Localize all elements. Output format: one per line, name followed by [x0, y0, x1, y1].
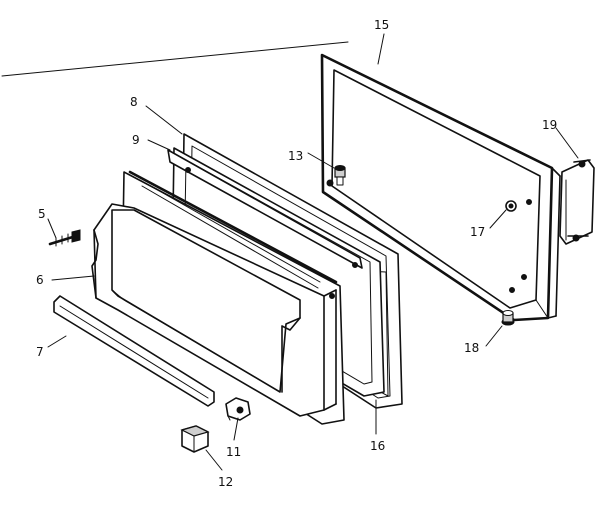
- callout-9: 9: [132, 133, 140, 147]
- trim-strip-part: [53, 295, 215, 407]
- callout-18: 18: [464, 341, 479, 355]
- callout-6: 6: [36, 273, 44, 287]
- callout-15: 15: [374, 18, 389, 32]
- end-cap-part: [180, 425, 210, 453]
- leader-lines: [47, 33, 579, 471]
- reference-line: [1, 41, 349, 77]
- clip-part: [225, 397, 251, 421]
- bushing-part: [334, 165, 346, 186]
- breaker-strip-part: [167, 149, 363, 269]
- callout-16: 16: [370, 439, 385, 453]
- nut-part: [505, 200, 517, 212]
- screw-part: [48, 229, 81, 247]
- callout-19: 19: [542, 118, 557, 132]
- door-frame-part: [320, 53, 561, 322]
- door-liner-part: [91, 167, 345, 425]
- callout-13: 13: [288, 149, 303, 163]
- callout-8: 8: [130, 95, 138, 109]
- callout-labels: 15 8 9 13 19 5 17 6 7 18 16 11 12: [36, 18, 557, 489]
- callout-11: 11: [226, 445, 241, 459]
- callout-17: 17: [470, 225, 485, 239]
- callout-5: 5: [38, 207, 46, 221]
- hinge-part: [559, 159, 595, 245]
- callout-12: 12: [218, 475, 233, 489]
- stop-part: [501, 310, 515, 326]
- callout-7: 7: [36, 345, 44, 359]
